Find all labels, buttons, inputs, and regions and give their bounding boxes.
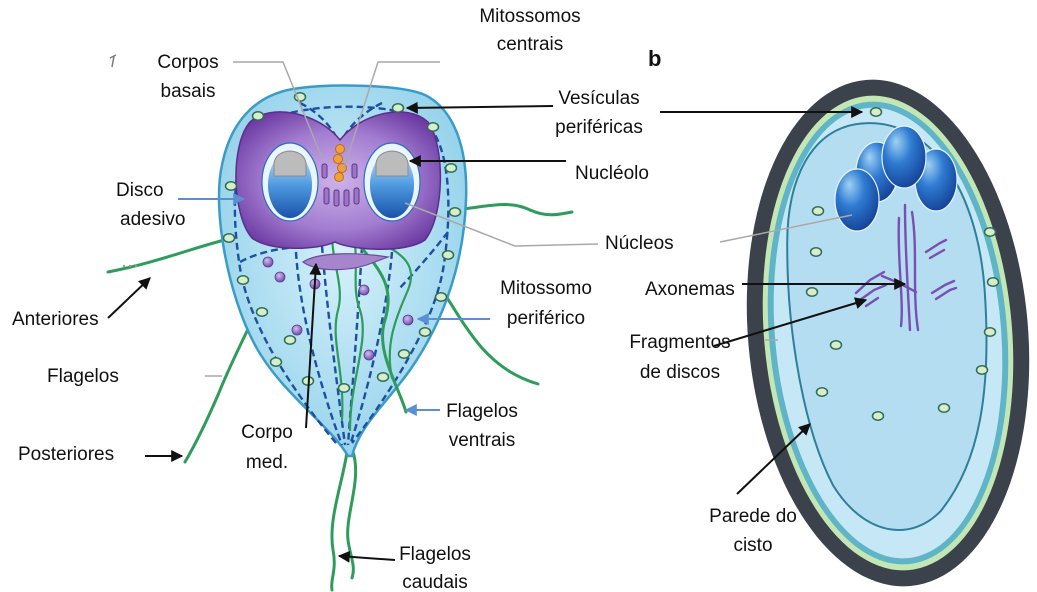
cyst-vesicle	[811, 248, 822, 256]
peripheral-vesicle	[271, 358, 282, 366]
nucleolus	[376, 151, 408, 176]
label-posteriores: Posteriores	[18, 444, 114, 465]
label-flagelos: Flagelos	[47, 366, 119, 387]
peripheral-mitosome	[275, 272, 285, 282]
peripheral-vesicle	[339, 384, 350, 392]
label-line: Corpo	[241, 422, 293, 443]
peripheral-vesicle	[399, 350, 410, 358]
basal-body	[336, 145, 345, 154]
nucleolus	[274, 151, 306, 176]
nucleus-right	[364, 143, 420, 221]
label-line: ventrais	[449, 430, 516, 451]
central-mitosome	[324, 188, 329, 204]
label-line: Flagelos	[399, 544, 471, 565]
central-mitosome	[322, 164, 327, 178]
peripheral-vesicle	[420, 328, 431, 336]
central-mitosome	[352, 164, 357, 178]
peripheral-vesicle	[378, 373, 389, 381]
basal-body	[335, 173, 344, 182]
peripheral-vesicle	[285, 336, 296, 344]
label-line: Parede do	[709, 506, 797, 527]
peripheral-vesicle	[450, 208, 461, 216]
label-line: basais	[161, 81, 216, 102]
label-line: periférico	[507, 308, 585, 329]
cyst-vesicle	[985, 328, 996, 336]
label-line: cisto	[733, 535, 772, 556]
label-line: Corpos	[157, 52, 218, 73]
cyst-vesicle	[807, 288, 818, 296]
label-line: centrais	[497, 34, 564, 55]
peripheral-mitosome	[403, 315, 413, 325]
cyst-vesicle	[985, 228, 996, 236]
label-line: med.	[246, 452, 288, 473]
label-nucleos: Núcleos	[605, 233, 674, 254]
label-line: Mitossomos	[479, 6, 580, 27]
central-mitosome	[344, 190, 349, 206]
basal-body	[334, 155, 343, 164]
cyst-vesicle	[939, 404, 950, 412]
peripheral-vesicle	[257, 308, 268, 316]
peripheral-vesicle	[436, 293, 447, 301]
panel-label: b	[648, 46, 661, 71]
cyst-vesicle	[988, 278, 999, 286]
peripheral-vesicle	[238, 276, 249, 284]
peripheral-vesicle	[393, 104, 404, 112]
peripheral-vesicle	[446, 164, 457, 172]
cyst-vesicle	[831, 341, 842, 349]
label-line: Disco	[116, 180, 164, 201]
label-axonemas: Axonemas	[645, 279, 735, 300]
cyst-nucleus	[882, 126, 926, 188]
label-line: caudais	[402, 572, 468, 592]
label-line: Fragmentos	[629, 332, 730, 353]
label-line: adesivo	[120, 209, 186, 230]
peripheral-mitosome	[263, 257, 273, 267]
cyst-vesicle	[977, 366, 988, 374]
cyst-vesicle	[871, 108, 882, 116]
cyst-vesicle	[817, 388, 828, 396]
label-line: Mitossomo	[500, 278, 592, 299]
peripheral-vesicle	[226, 182, 237, 190]
cyst-nucleus	[835, 169, 879, 231]
central-mitosome	[354, 188, 359, 204]
nucleus-left	[262, 143, 318, 221]
label-anteriores: Anteriores	[12, 309, 99, 330]
label-line: Flagelos	[446, 401, 518, 422]
peripheral-vesicle	[253, 112, 264, 120]
label-nucleolo: Nucléolo	[575, 163, 649, 184]
central-mitosome	[334, 190, 339, 206]
peripheral-mitosome	[359, 285, 369, 295]
peripheral-vesicle	[443, 251, 454, 259]
peripheral-mitosome	[364, 350, 374, 360]
peripheral-vesicle	[428, 123, 439, 131]
label-line: de discos	[640, 362, 720, 383]
label-line: Vesículas	[558, 88, 639, 109]
cyst-vesicle	[873, 412, 884, 420]
label-line: periféricas	[555, 117, 643, 138]
peripheral-vesicle	[224, 234, 235, 242]
cyst-vesicle	[813, 207, 824, 215]
peripheral-mitosome	[292, 325, 302, 335]
